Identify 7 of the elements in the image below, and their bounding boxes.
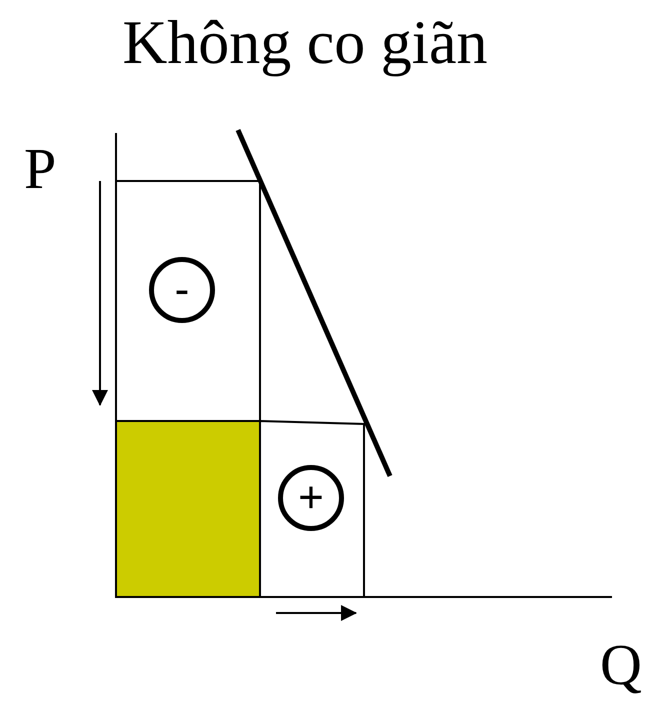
circle-symbol <box>278 465 344 531</box>
minus-sign: - <box>174 268 190 312</box>
axis-label: Q <box>600 636 642 694</box>
circle-symbol <box>149 257 215 323</box>
axis-label: P <box>24 140 56 198</box>
plus-sign: + <box>298 476 324 520</box>
title: Không co giãn <box>121 12 489 74</box>
